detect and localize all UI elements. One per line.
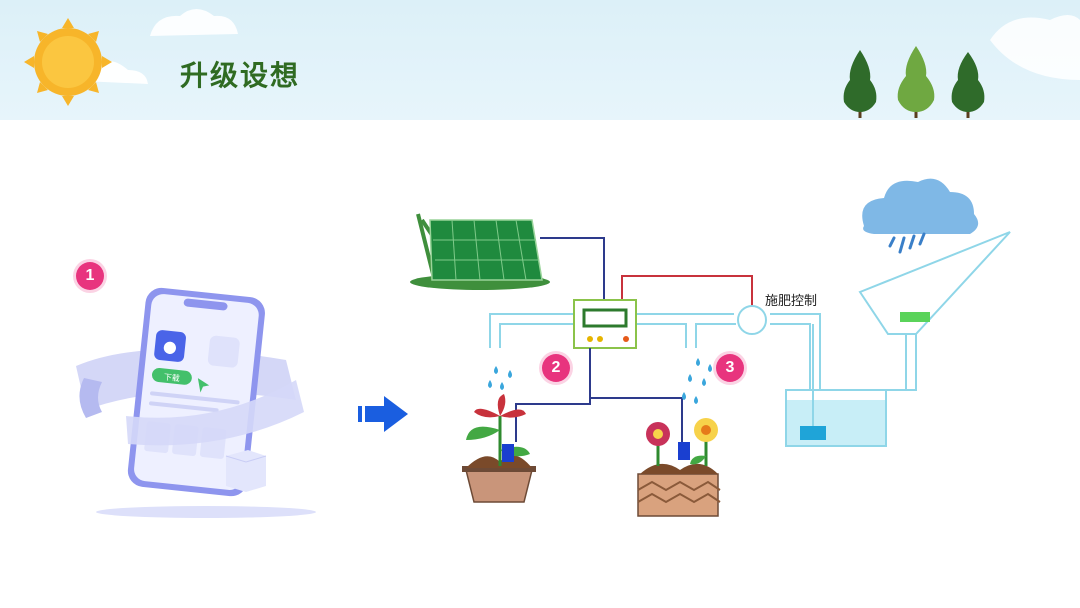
header-banner: 升级设想 [0, 0, 1080, 120]
svg-text:●: ● [162, 336, 178, 356]
controller-box [573, 299, 637, 349]
plant-pot-2 [637, 418, 721, 517]
plant-pot-1 [462, 394, 536, 503]
fertilizer-valve [737, 305, 767, 335]
irrigation-system-diagram [410, 178, 1011, 517]
page-title: 升级设想 [180, 59, 301, 92]
sun-icon [24, 18, 112, 106]
solar-panel-icon [410, 213, 550, 290]
download-label: 下载 [163, 372, 180, 384]
water-tank [785, 324, 887, 447]
step-3-badge: 3 [716, 354, 744, 382]
step-2-badge: 2 [542, 354, 570, 382]
trees-icon [843, 46, 985, 118]
flow-arrow-icon [358, 396, 408, 432]
rain-cloud-icon [862, 178, 979, 254]
smartphone-illustration: ● 下载 [76, 287, 316, 518]
fertilizer-control-label: 施肥控制 [765, 294, 818, 309]
step-1-badge: 1 [76, 262, 104, 290]
